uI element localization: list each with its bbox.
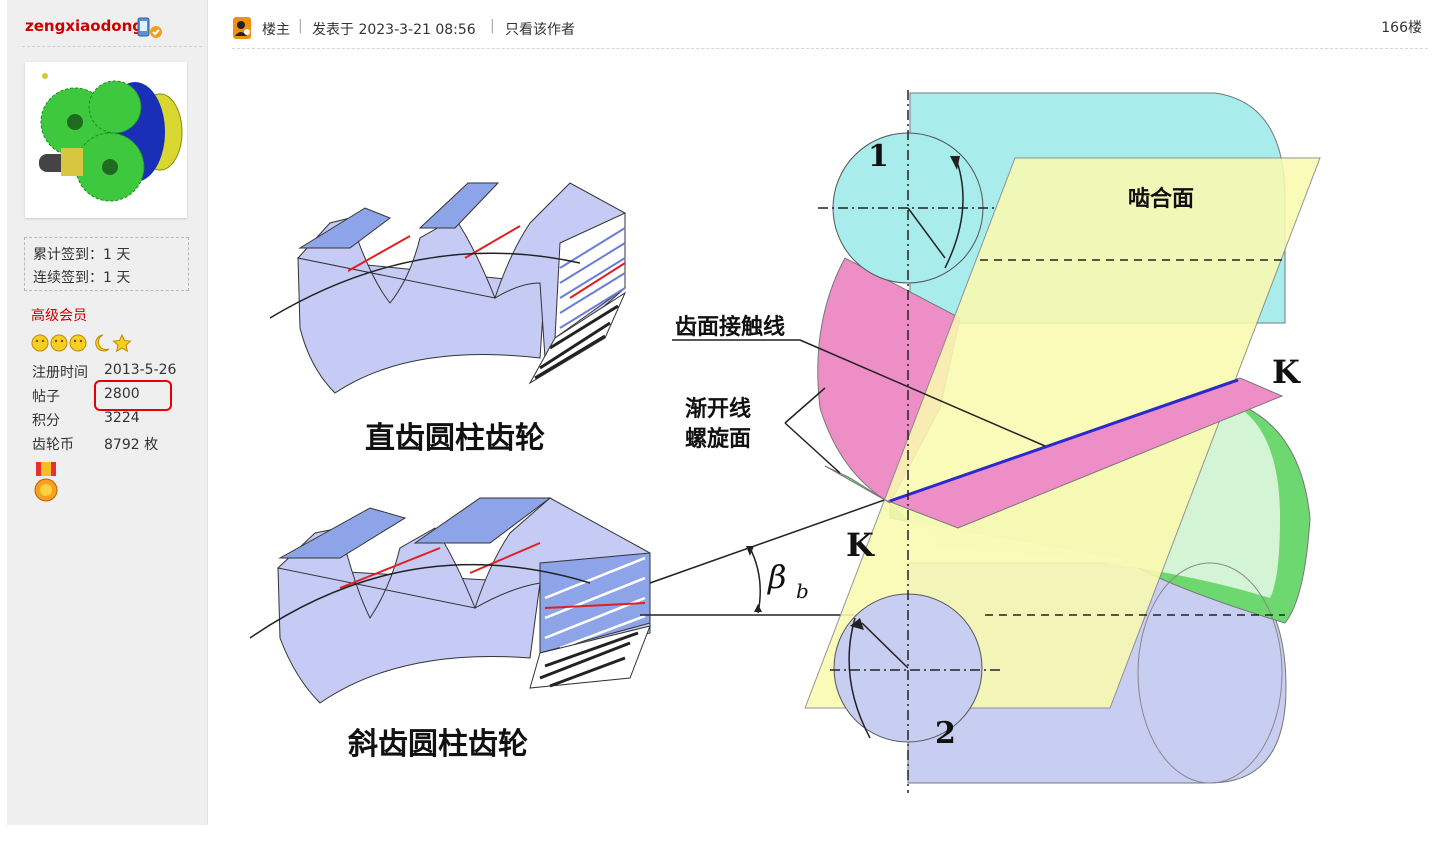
- stat-coins-label: 齿轮币: [32, 437, 74, 453]
- k-label-right: K: [1272, 353, 1301, 391]
- involute-label-1: 渐开线: [685, 396, 751, 422]
- floor-number[interactable]: 166楼: [1381, 20, 1422, 36]
- k-label-left: K: [846, 526, 875, 564]
- sign-total: 累计签到：1 天: [33, 247, 131, 263]
- cylinder-2-label: 2: [935, 716, 956, 751]
- sign-in-box: 累计签到：1 天 连续签到：1 天: [24, 237, 189, 291]
- spur-gear-label: 直齿圆柱齿轮: [365, 421, 545, 456]
- sign-continuous: 连续签到：1 天: [33, 270, 131, 286]
- stat-register-label: 注册时间: [32, 365, 88, 381]
- beta-symbol: β: [767, 558, 787, 596]
- stat-posts-value[interactable]: 2800: [104, 386, 140, 402]
- stat-points-value: 3224: [104, 410, 140, 426]
- thread-starter-icon: [232, 16, 252, 44]
- thread-starter-label: 楼主: [262, 22, 290, 38]
- username-link[interactable]: zengxiaodong: [25, 17, 144, 35]
- helical-gear-label: 斜齿圆柱齿轮: [348, 727, 528, 762]
- contact-line-label: 齿面接触线: [675, 314, 785, 340]
- beta-subscript: b: [796, 579, 809, 603]
- member-level-link[interactable]: 高级会员: [31, 308, 87, 324]
- post-time: 发表于 2023-3-21 08:56: [312, 22, 476, 38]
- mesh-plane-label: 啮合面: [1128, 186, 1194, 212]
- header-separator: |: [298, 18, 303, 34]
- helical-gear-illustration: [249, 497, 651, 704]
- involute-label-2: 螺旋面: [685, 426, 751, 452]
- sidebar-divider: [22, 46, 202, 47]
- posts-highlight-circle: [94, 380, 172, 411]
- cylinder-1-label: 1: [868, 139, 889, 174]
- stat-points-label: 积分: [32, 413, 60, 429]
- user-sidebar: zengxiaodong 累计签到：1 天 连续签到：1 天 高级会员: [7, 0, 208, 825]
- level-stars-icon: [31, 333, 141, 357]
- avatar[interactable]: [25, 62, 187, 218]
- post-header: 楼主 | 发表于 2023-3-21 08:56 | 只看该作者 166楼: [232, 0, 1428, 49]
- stat-coins-value: 8792 枚: [104, 437, 159, 453]
- mobile-verified-icon: [137, 17, 163, 43]
- only-author-link[interactable]: 只看该作者: [505, 22, 575, 38]
- stat-register-value: 2013-5-26: [104, 362, 177, 378]
- stat-posts-label: 帖子: [32, 389, 60, 405]
- spur-gear-illustration: [269, 182, 627, 394]
- header-separator: |: [490, 18, 495, 34]
- medal-icon[interactable]: [31, 462, 61, 510]
- gear-diagram-image: 直齿圆柱齿轮 斜齿圆柱齿轮: [240, 78, 1330, 802]
